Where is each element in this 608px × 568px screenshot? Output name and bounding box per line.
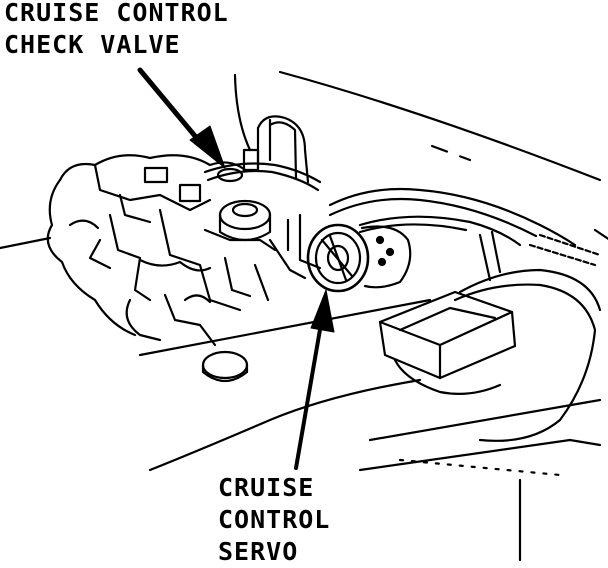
firewall-box <box>378 233 602 442</box>
servo-label-line3: SERVO <box>218 537 299 566</box>
filler-cap <box>201 350 249 383</box>
check-valve-arrow <box>137 67 226 169</box>
servo-label-line1: CRUISE <box>218 473 315 502</box>
air-valve-dome <box>218 199 272 242</box>
check-valve-label: CRUISE CONTROL CHECK VALVE <box>4 0 229 61</box>
check-valve-label-line2: CHECK VALVE <box>4 30 181 59</box>
check-valve-hoses <box>203 115 322 192</box>
servo-label-line2: CONTROL <box>218 505 331 534</box>
check-valve-label-line1: CRUISE CONTROL <box>4 0 229 27</box>
vacuum-hoses <box>328 187 577 282</box>
carburetor-assembly <box>46 154 277 347</box>
cruise-servo <box>268 213 412 293</box>
fender-lines <box>138 298 602 562</box>
servo-label: CRUISE CONTROL SERVO <box>218 472 330 568</box>
servo-arrow <box>294 289 335 470</box>
